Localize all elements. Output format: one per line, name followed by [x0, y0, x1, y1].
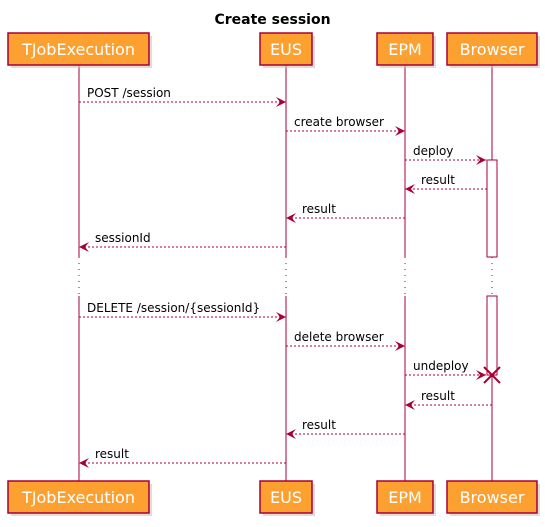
participant-label: EUS [270, 40, 302, 59]
diagram-title: Create session [214, 12, 330, 28]
participant-tjob-bottom: TJobExecution [7, 480, 152, 516]
activation-bar-browser-lower [486, 295, 498, 376]
messages: POST /session create browser deploy result r… [79, 86, 501, 468]
lifelines [78, 65, 493, 481]
message-label: DELETE /session/{sessionId} [87, 301, 260, 315]
participant-box [7, 480, 150, 514]
participant-label: TJobExecution [21, 40, 135, 59]
participants: TJobExecutionTJobExecutionEUSEUSEPMEPMBr… [7, 32, 540, 516]
activation-bar-browser [486, 159, 498, 258]
message-1: POST /session [79, 86, 286, 107]
participant-tjob-top: TJobExecution [7, 32, 152, 68]
message-label: create browser [294, 115, 384, 129]
message-label: result [421, 389, 455, 403]
participant-eus-top: EUS [259, 32, 315, 68]
message-6: sessionId [79, 231, 286, 252]
message-label: result [302, 418, 336, 432]
message-label: result [302, 202, 336, 216]
message-label: deploy [413, 144, 453, 158]
participant-eus-bottom: EUS [259, 480, 315, 516]
participant-browser-bottom: Browser [446, 480, 540, 516]
participant-label: Browser [460, 40, 525, 59]
message-7: DELETE /session/{sessionId} [79, 301, 286, 322]
message-11: result [286, 418, 405, 439]
participant-box [7, 32, 150, 66]
message-8: delete browser [286, 330, 405, 351]
message-label: undeploy [413, 359, 469, 373]
participant-box [446, 480, 538, 514]
message-10: result [405, 389, 492, 410]
participant-box [259, 32, 313, 66]
message-2: create browser [286, 115, 405, 136]
destroy-mark-stroke [483, 366, 501, 384]
participant-box [376, 32, 434, 66]
message-label: POST /session [87, 86, 171, 100]
message-label: delete browser [294, 330, 384, 344]
message-label: result [95, 447, 129, 461]
participant-box [446, 32, 538, 66]
message-label: sessionId [95, 231, 151, 245]
participant-label: EPM [388, 488, 422, 507]
participant-label: TJobExecution [21, 488, 135, 507]
message-9: undeploy [405, 359, 501, 384]
participant-epm-top: EPM [376, 32, 436, 68]
participant-browser-top: Browser [446, 32, 540, 68]
participant-box [259, 480, 313, 514]
participant-epm-bottom: EPM [376, 480, 436, 516]
participant-label: Browser [460, 488, 525, 507]
participant-label: EPM [388, 40, 422, 59]
activations [486, 159, 498, 376]
message-5: result [286, 202, 405, 223]
participant-label: EUS [270, 488, 302, 507]
message-label: result [421, 173, 455, 187]
message-12: result [79, 447, 286, 468]
participant-box [376, 480, 434, 514]
message-3: deploy [405, 144, 486, 165]
message-4: result [405, 173, 487, 194]
